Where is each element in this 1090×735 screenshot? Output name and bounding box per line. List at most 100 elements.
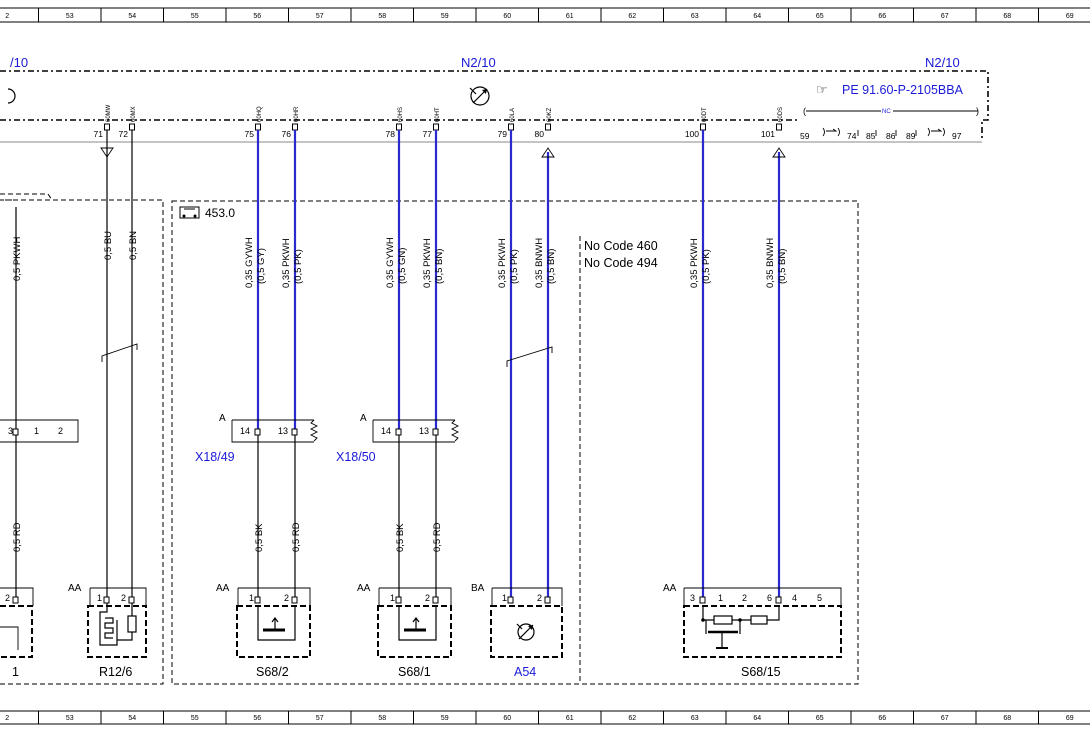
connector-id: X18/49 bbox=[195, 450, 235, 464]
module-symbol-icon bbox=[516, 623, 535, 641]
control-unit-n2-10: /10 N2/10 N2/10 ☞ PE 91.60-P-2105BBA ( )… bbox=[0, 55, 989, 143]
pin-number: 100 bbox=[685, 129, 699, 139]
switch-icon bbox=[398, 606, 437, 641]
pin-code: 60HQ bbox=[257, 106, 263, 122]
wire-label: 0,5 PKWH bbox=[12, 237, 23, 281]
wire-label: 0,5 RD bbox=[291, 522, 302, 552]
pin-terminal bbox=[700, 123, 706, 131]
ruler-column-label: 2 bbox=[5, 13, 9, 20]
wire-label-alt: (0,5 BN) bbox=[434, 249, 445, 284]
pin-code: 60KZ bbox=[547, 107, 553, 122]
reference-text[interactable]: PE 91.60-P-2105BBA bbox=[842, 83, 964, 97]
wire-label-alt: (0,5 BN) bbox=[777, 249, 788, 284]
pin-terminal bbox=[292, 123, 298, 131]
black-wires bbox=[15, 130, 786, 600]
pin-label: 1 bbox=[502, 593, 507, 603]
unit-pin-71[interactable]: 71 60MW bbox=[94, 104, 112, 139]
option-code: 453.0 bbox=[205, 206, 235, 220]
pin-terminal bbox=[396, 123, 402, 131]
component-a54[interactable]: BA 1 2 A54 bbox=[471, 583, 563, 679]
pin-label: 14 bbox=[381, 426, 391, 436]
component-id: S68/2 bbox=[256, 665, 289, 679]
connector-side: A bbox=[360, 413, 367, 424]
pin-terminal bbox=[255, 123, 261, 131]
pin-terminal bbox=[545, 123, 551, 131]
control-unit-symbol-icon bbox=[469, 86, 490, 106]
wire-label-alt: (0,5 GY) bbox=[256, 248, 267, 284]
connector-x18-50[interactable]: A 14 13 X18/50 bbox=[336, 413, 460, 464]
component-s68-2[interactable]: AA 1 2 S68/2 bbox=[216, 583, 311, 679]
wire-label: 0,5 BK bbox=[254, 523, 265, 552]
pin-ticks bbox=[857, 130, 917, 136]
component-partial-left[interactable]: 2 1 bbox=[0, 587, 34, 679]
component-s68-15[interactable]: AA 3 1 2 6 4 5 S68/15 bbox=[663, 583, 842, 679]
ruler-column-label: 65 bbox=[816, 13, 824, 20]
pin-code: 60DS bbox=[778, 107, 784, 122]
pin-terminal bbox=[129, 123, 135, 131]
wire-label: 0,35 GYWH bbox=[244, 237, 255, 288]
ruler-column-label: 67 bbox=[941, 13, 949, 20]
ruler-column-label: 58 bbox=[378, 715, 386, 722]
unit-extra-pin: 85 bbox=[866, 131, 876, 141]
pin-number: 101 bbox=[761, 129, 775, 139]
component-id: 1 bbox=[12, 665, 19, 679]
pin-code: 60MW bbox=[106, 104, 112, 122]
pin-label: 2 bbox=[284, 593, 289, 603]
component-s68-1[interactable]: AA 1 2 S68/1 bbox=[357, 583, 452, 679]
plug-label: AA bbox=[663, 583, 677, 594]
left-partial-box bbox=[0, 193, 164, 685]
unit-extra-pin: 89 bbox=[906, 131, 916, 141]
unit-extra-pin: 59 bbox=[800, 131, 810, 141]
pin-code: 60HS bbox=[398, 107, 404, 122]
ruler-column-label: 57 bbox=[316, 13, 324, 20]
pin-number: 71 bbox=[94, 129, 104, 139]
ruler-column-label: 61 bbox=[566, 13, 574, 20]
wire-label-alt: (0,5 GN) bbox=[397, 248, 408, 284]
pin-label: 2 bbox=[425, 593, 430, 603]
pin-label: 13 bbox=[278, 426, 288, 436]
connector-x18-49[interactable]: A 14 13 X18/49 bbox=[195, 413, 319, 464]
reference-link[interactable]: ☞ PE 91.60-P-2105BBA bbox=[816, 82, 964, 97]
option-box-453: 453.0 bbox=[171, 200, 859, 685]
ruler-column-label: 63 bbox=[691, 715, 699, 722]
heater-element-icon bbox=[99, 603, 137, 646]
pin-label: 6 bbox=[767, 593, 772, 603]
ruler-column-label: 58 bbox=[378, 13, 386, 20]
ruler-column-label: 2 bbox=[5, 715, 9, 722]
unit-label-right: N2/10 bbox=[925, 55, 960, 70]
pin-label: 14 bbox=[240, 426, 250, 436]
component-id: S68/15 bbox=[741, 665, 781, 679]
ruler-column-label: 62 bbox=[628, 715, 636, 722]
ruler-column-label: 64 bbox=[753, 13, 761, 20]
wire-label: 0,35 GYWH bbox=[385, 237, 396, 288]
condition-2: No Code 494 bbox=[584, 256, 658, 270]
unit-label-left: /10 bbox=[10, 55, 28, 70]
component-id: S68/1 bbox=[398, 665, 431, 679]
pin-label: 1 bbox=[390, 593, 395, 603]
jumper-icon bbox=[927, 127, 945, 137]
unit-pin-101[interactable]: 101 60DS bbox=[761, 107, 784, 139]
pin-label: 2 bbox=[5, 593, 10, 603]
blue-wires bbox=[256, 130, 781, 598]
unit-extra-pin: 86 bbox=[886, 131, 896, 141]
connector-id: X18/50 bbox=[336, 450, 376, 464]
car-icon bbox=[179, 206, 200, 219]
ruler-column-label: 54 bbox=[128, 715, 136, 722]
wire-label: 0,35 PKWH bbox=[497, 238, 508, 288]
ruler-column-label: 55 bbox=[191, 715, 199, 722]
component-r12-6[interactable]: AA 1 2 R12/6 bbox=[68, 583, 147, 679]
component-id: R12/6 bbox=[99, 665, 132, 679]
pin-label: 1 bbox=[34, 426, 39, 436]
pin-number: 77 bbox=[423, 129, 433, 139]
ruler-column-label: 59 bbox=[441, 13, 449, 20]
